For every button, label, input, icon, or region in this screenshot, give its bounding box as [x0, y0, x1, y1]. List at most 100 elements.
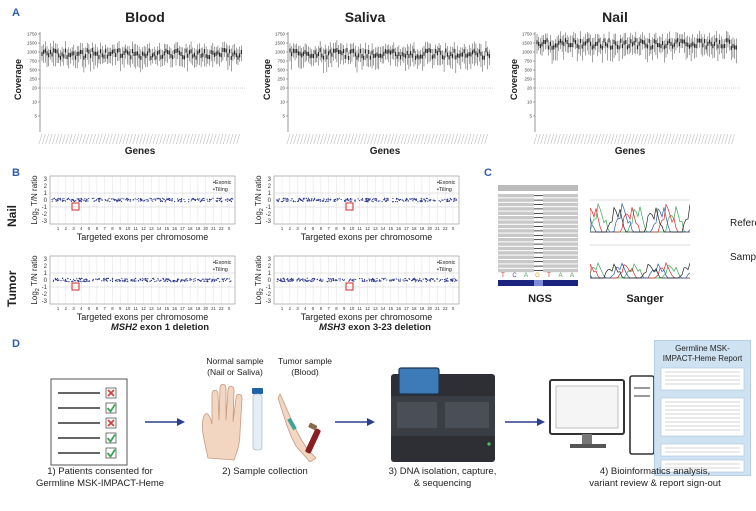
gene-label	[651, 133, 655, 145]
cnv-xlabel: Targeted exons per chromosome	[77, 312, 209, 322]
gene-label	[580, 133, 585, 145]
data-point	[312, 277, 314, 280]
data-point	[71, 280, 73, 283]
gene-box-body	[103, 54, 105, 59]
data-point	[332, 278, 335, 280]
data-point	[157, 197, 160, 200]
data-point	[364, 200, 366, 202]
data-point	[93, 200, 95, 202]
data-point	[311, 199, 313, 201]
gene-box-body	[631, 42, 634, 47]
report-section	[660, 397, 745, 437]
data-point	[405, 197, 407, 200]
gene-label	[681, 133, 685, 145]
data-point	[368, 199, 371, 201]
data-point	[126, 278, 128, 280]
arrow-1	[145, 418, 185, 426]
gene-box-body	[95, 51, 97, 56]
gene-box-body	[707, 41, 709, 46]
read-right	[543, 202, 578, 207]
data-point	[454, 200, 456, 202]
data-point	[118, 279, 120, 281]
data-point	[198, 199, 200, 201]
gene-box-body	[346, 48, 348, 53]
gene-label	[213, 133, 217, 145]
data-point	[441, 278, 443, 281]
data-point	[386, 197, 388, 200]
gene-box-body	[702, 43, 704, 48]
data-point	[101, 199, 103, 201]
gene-label	[570, 133, 575, 145]
gene-box-body	[145, 54, 147, 59]
gene-label	[122, 133, 126, 145]
chrom-tick-label: 10	[350, 306, 355, 311]
data-point	[180, 201, 182, 203]
gene-box-body	[68, 52, 70, 57]
gene-label	[45, 133, 49, 145]
gene-label	[347, 133, 351, 145]
data-point	[392, 197, 394, 199]
data-point	[384, 277, 386, 280]
data-point	[56, 200, 58, 202]
gene-label	[427, 133, 431, 145]
data-point	[402, 279, 404, 281]
gene-box-body	[195, 55, 197, 60]
data-point	[218, 199, 221, 202]
gene-label	[135, 133, 140, 145]
gene-box-body	[235, 53, 237, 58]
y-tick-label: 3	[44, 257, 48, 263]
legend-tiling: •Tiling	[213, 187, 228, 193]
gene-box-body	[717, 44, 719, 49]
data-point	[453, 278, 455, 280]
cnv-xlabel: Targeted exons per chromosome	[77, 232, 209, 242]
arm-icon	[277, 393, 317, 462]
data-point	[150, 199, 152, 201]
gene-label	[664, 133, 668, 145]
data-point	[97, 197, 99, 200]
data-point	[368, 278, 370, 280]
y-tick-label: 2	[268, 184, 272, 190]
chrom-tick-label: 14	[381, 306, 386, 311]
gene-label	[192, 133, 197, 145]
data-point	[438, 280, 440, 282]
data-point	[349, 200, 351, 203]
data-point	[395, 278, 397, 280]
data-point	[146, 281, 149, 283]
gene-box-body	[162, 54, 164, 59]
gene-box-body	[488, 54, 490, 59]
data-point	[348, 280, 350, 282]
gene-box-body	[406, 50, 408, 55]
data-point	[451, 280, 453, 283]
data-point	[317, 199, 320, 201]
gene-box-body	[115, 52, 117, 57]
data-point	[437, 278, 439, 280]
data-point	[423, 198, 425, 200]
data-point	[339, 278, 341, 280]
report-section	[660, 459, 745, 473]
gene-label	[404, 133, 408, 145]
gene-label	[424, 133, 428, 145]
y-tick-label: -2	[42, 212, 48, 218]
data-point	[384, 197, 386, 199]
chrom-tick-label: 14	[157, 226, 162, 231]
gene-label	[590, 133, 595, 145]
gene-label	[296, 133, 301, 145]
data-point	[352, 279, 354, 281]
data-point	[374, 198, 376, 200]
read-right	[543, 246, 578, 251]
data-point	[227, 198, 229, 201]
data-point	[377, 200, 380, 202]
gene-box-body	[324, 49, 326, 54]
gene-label	[701, 133, 705, 145]
data-point	[367, 199, 369, 202]
data-point	[139, 200, 142, 202]
data-point	[195, 198, 197, 201]
data-point	[213, 280, 216, 282]
data-point	[290, 200, 292, 202]
data-point	[174, 280, 176, 282]
ngs-label: NGS	[528, 293, 552, 305]
data-point	[181, 199, 183, 201]
data-point	[398, 199, 401, 202]
data-point	[443, 281, 446, 283]
data-point	[318, 280, 321, 282]
